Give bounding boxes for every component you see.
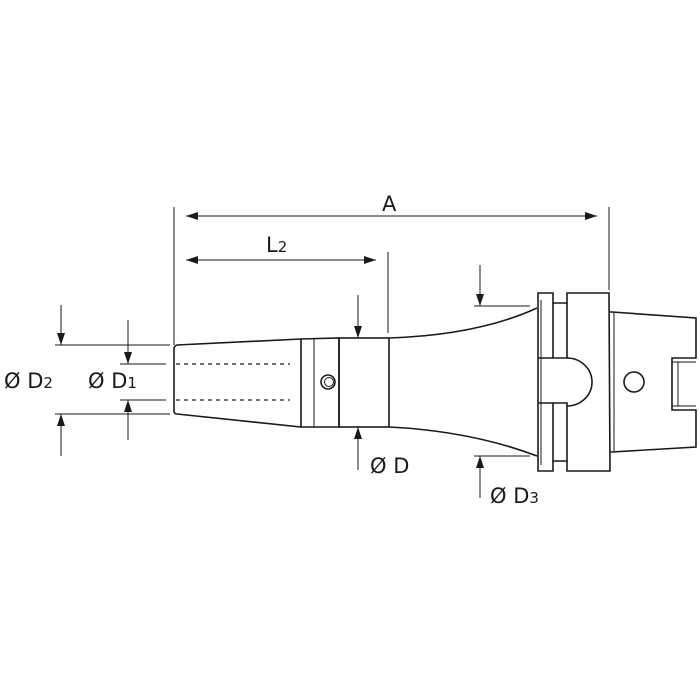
label-D1: Ø D1 bbox=[88, 369, 137, 393]
label-D: Ø D bbox=[370, 454, 409, 478]
dimension-D2: Ø D2 bbox=[4, 305, 170, 456]
flange bbox=[537, 292, 611, 472]
shank-hole bbox=[623, 371, 645, 393]
dimension-D3: Ø D3 bbox=[474, 265, 539, 508]
label-D2: Ø D2 bbox=[4, 369, 53, 393]
set-screw-hole bbox=[320, 374, 336, 390]
collar bbox=[338, 337, 390, 428]
dimension-A: A bbox=[173, 192, 610, 345]
label-D3: Ø D3 bbox=[490, 484, 539, 508]
hsk-shank bbox=[610, 311, 697, 453]
dimension-D1: Ø D1 bbox=[88, 320, 166, 440]
drive-slot-semicircle bbox=[566, 357, 593, 407]
label-A: A bbox=[382, 192, 397, 216]
tool-holder-body bbox=[173, 292, 697, 472]
label-L2: L2 bbox=[266, 233, 287, 257]
dimension-D: Ø D bbox=[354, 295, 409, 478]
nose-taper bbox=[173, 338, 302, 428]
body-taper-curve bbox=[388, 307, 538, 457]
dimension-L2: L2 bbox=[186, 233, 389, 333]
